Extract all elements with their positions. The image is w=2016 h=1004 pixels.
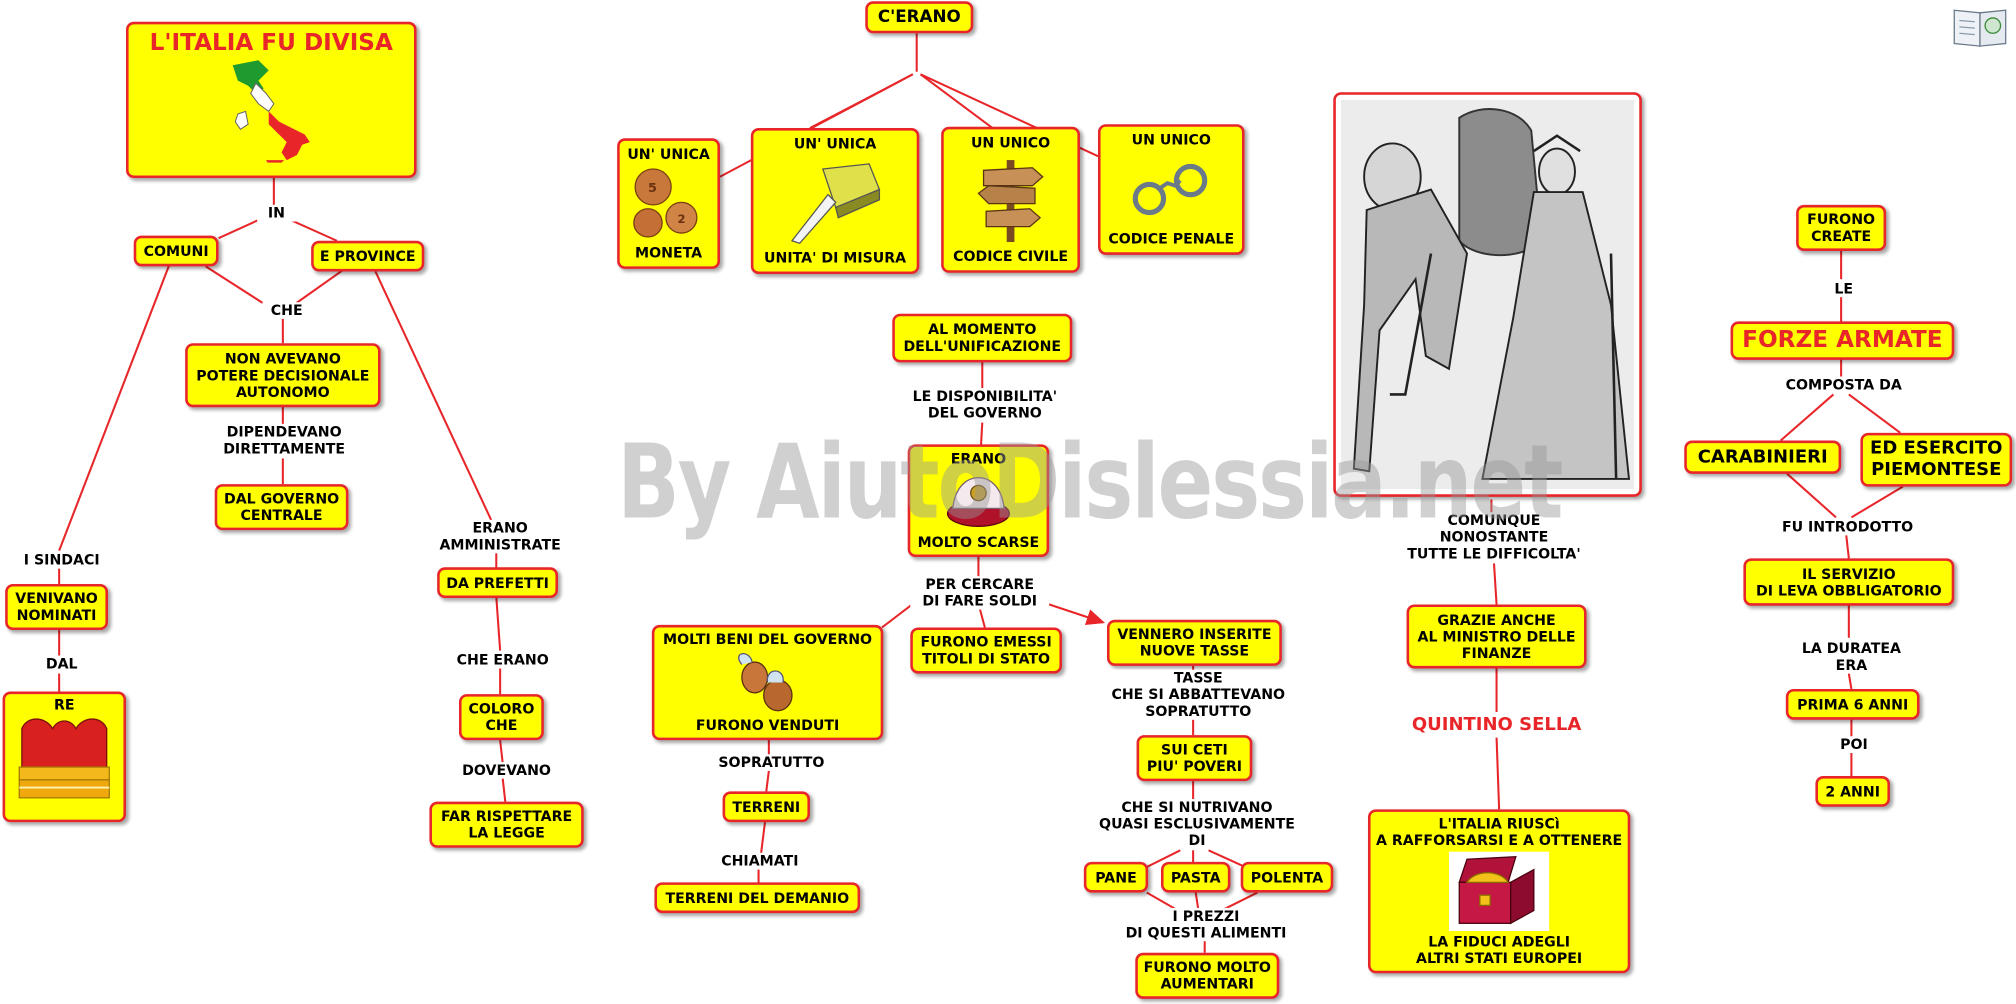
label-nutrivano: CHE SI NUTRIVANO QUASI ESCLUSIVAMENTE DI — [1087, 799, 1307, 850]
satirical-cartoon-image — [1340, 99, 1635, 490]
node-province: E PROVINCE — [311, 240, 425, 272]
beni-bottom-label: FURONO VENDUTI — [695, 717, 840, 734]
node-governo-centrale: DAL GOVERNO CENTRALE — [214, 484, 349, 531]
label-che-erano: CHE ERANO — [442, 651, 564, 669]
node-sei-anni: PRIMA 6 ANNI — [1785, 688, 1920, 720]
label-erano-amministrate: ERANO AMMINISTRATE — [430, 519, 570, 554]
node-da-prefetti: DA PREFETTI — [437, 567, 558, 599]
penale-top-label: UN UNICO — [1131, 131, 1211, 149]
node-carabinieri: CARABINIERI — [1684, 440, 1842, 474]
label-che: CHE — [262, 302, 312, 319]
map-title: L'ITALIA FU DIVISA — [149, 29, 393, 57]
label-prezzi: I PREZZI DI QUESTI ALIMENTI — [1110, 907, 1302, 942]
book-icon[interactable] — [1952, 5, 2011, 49]
node-grazie-ministro: GRAZIE ANCHE AL MINISTRO DELLE FINANZE — [1406, 604, 1587, 669]
label-chiamati: CHIAMATI — [714, 852, 805, 870]
misura-bottom-label: UNITA' DI MISURA — [764, 249, 907, 267]
signpost-icon — [977, 160, 1044, 243]
node-beni-governo: MOLTI BENI DEL GOVERNO FURONO VENDUTI — [651, 624, 884, 741]
label-introdotto: FU INTRODOTTO — [1771, 518, 1924, 536]
node-codice-civile: UN UNICO CODICE CIVILE — [941, 126, 1080, 273]
label-durata: LA DURATEA ERA — [1792, 640, 1911, 674]
label-dovevano: DOVEVANO — [449, 761, 564, 779]
handcuffs-icon — [1132, 163, 1208, 216]
treasure-chest-icon — [1448, 851, 1550, 931]
node-ceti-poveri: SUI CETI PIU' POVERI — [1136, 735, 1253, 782]
label-dal: DAL — [35, 655, 88, 673]
misura-top-label: UN' UNICA — [793, 135, 877, 153]
label-per-cercare: PER CERCARE DI FARE SOLDI — [910, 576, 1050, 610]
node-italia-riusci: L'ITALIA RIUSCì A RAFFORSARSI E A OTTENE… — [1367, 809, 1631, 974]
riusci-bottom-label: LA FIDUCI ADEGLI ALTRI STATI EUROPEI — [1416, 933, 1583, 967]
civile-top-label: UN UNICO — [970, 134, 1051, 152]
node-comuni: COMUNI — [133, 235, 219, 267]
node-moneta: UN' UNICA 5 2 MONETA — [617, 138, 720, 269]
node-forze-armate: FORZE ARMATE — [1730, 321, 1955, 360]
node-aumentari: FURONO MOLTO AUMENTARI — [1135, 952, 1280, 999]
node-due-anni: 2 ANNI — [1815, 776, 1890, 807]
node-servizio-leva: IL SERVIZIO DI LEVA OBBLIGATORIO — [1743, 558, 1955, 606]
re-label: RE — [53, 696, 75, 714]
civile-bottom-label: CODICE CIVILE — [953, 248, 1068, 266]
erano-label: ERANO — [950, 450, 1007, 468]
node-furono-create: FURONO CREATE — [1796, 204, 1887, 251]
node-non-avevano: NON AVEVANO POTERE DECISIONALE AUTONOMO — [185, 343, 381, 408]
label-comunque: COMUNQUE NONOSTANTE TUTTE LE DIFFICOLTA' — [1391, 512, 1597, 563]
label-in: IN — [257, 204, 296, 222]
moneta-top-label: UN' UNICA — [627, 145, 710, 163]
label-disponibilita: LE DISPONIBILITA' DEL GOVERNO — [897, 388, 1073, 422]
node-esercito: ED ESERCITO PIEMONTESE — [1860, 432, 2013, 487]
label-soprattutto: SOPRATUTTO — [714, 754, 828, 771]
moneta-bottom-label: MONETA — [635, 244, 703, 262]
node-al-momento: AL MOMENTO DELL'UNIFICAZIONE — [892, 313, 1073, 363]
node-venivano-nominati: VENIVANO NOMINATI — [5, 583, 108, 631]
node-misura: UN' UNICA UNITA' DI MISURA — [750, 128, 920, 275]
quintino-sella-name: QUINTINO SELLA — [1411, 714, 1582, 736]
node-pane: PANE — [1083, 861, 1149, 893]
node-molto-scarse: ERANO MOLTO SCARSE — [907, 444, 1050, 558]
beni-top-label: MOLTI BENI DEL GOVERNO — [663, 631, 873, 648]
label-composta-da: COMPOSTA DA — [1774, 376, 1914, 394]
label-tasse-che: TASSE CHE SI ABBATTEVANO SOPRATUTTO — [1100, 669, 1296, 720]
coins-icon: 5 2 — [633, 168, 698, 238]
label-i-sindaci: I SINDACI — [7, 551, 116, 569]
node-codice-penale: UN UNICO CODICE PENALE — [1097, 124, 1245, 255]
svg-text:2: 2 — [678, 212, 686, 226]
crown-icon — [18, 718, 110, 799]
node-demanio: TERRENI DEL DEMANIO — [654, 882, 861, 914]
empty-purse-icon — [946, 477, 1010, 527]
label-poi: POI — [1830, 736, 1878, 753]
riusci-top-label: L'ITALIA RIUSCì A RAFFORSARSI E A OTTENE… — [1376, 815, 1623, 850]
node-re: RE — [2, 691, 126, 823]
node-cerano: C'ERANO — [865, 1, 974, 34]
flying-money-icon — [738, 653, 793, 712]
node-nuove-tasse: VENNERO INSERITE NUOVE TASSE — [1106, 619, 1282, 666]
tape-measure-icon — [790, 163, 880, 245]
svg-text:5: 5 — [648, 181, 657, 196]
node-far-rispettare: FAR RISPETTARE LA LEGGE — [429, 801, 584, 848]
molto-scarse-label: MOLTO SCARSE — [917, 534, 1040, 551]
penale-bottom-label: CODICE PENALE — [1108, 230, 1235, 248]
italy-map-icon — [232, 60, 310, 163]
label-le: LE — [1825, 280, 1862, 298]
node-pasta: PASTA — [1160, 861, 1231, 893]
node-titoli: FURONO EMESSI TITOLI DI STATO — [910, 627, 1062, 674]
title-box: L'ITALIA FU DIVISA — [125, 21, 417, 179]
node-polenta: POLENTA — [1240, 861, 1334, 893]
node-terreni: TERRENI — [722, 791, 810, 823]
cartoon-frame — [1333, 92, 1642, 497]
label-dipendevano: DIPENDEVANO DIRETTAMENTE — [210, 423, 358, 458]
node-coloro-che: COLORO CHE — [458, 694, 544, 741]
